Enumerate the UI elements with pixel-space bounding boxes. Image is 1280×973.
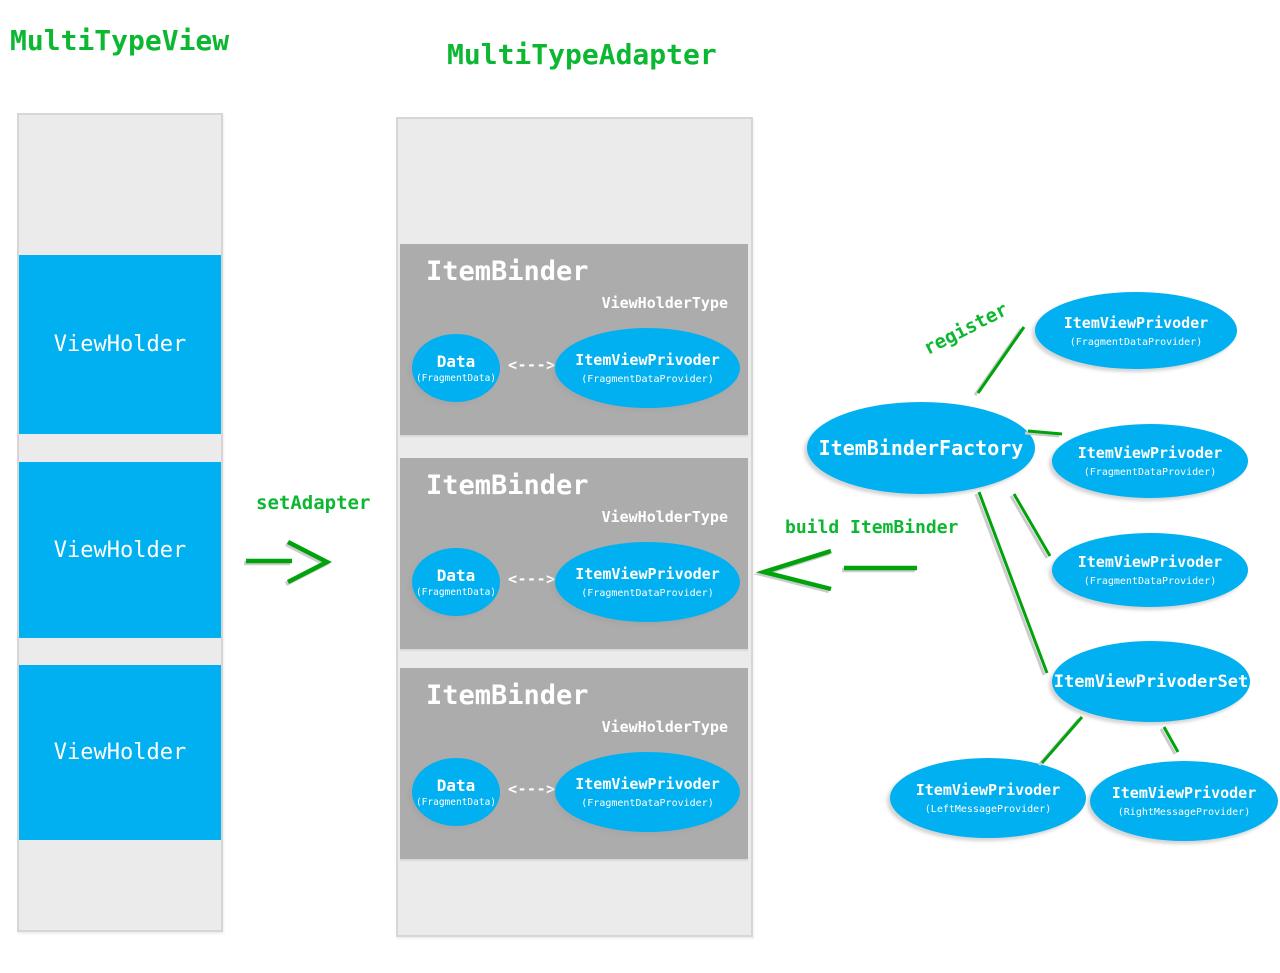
item-view-provider-set-node: ItemViewPrivoderSet [1052,641,1250,722]
provider-node-label: ItemViewPrivoder [915,781,1061,799]
item-view-provider-node: ItemViewPrivoder (FragmentDataProvider) [555,752,740,832]
item-binder-title: ItemBinder [426,256,589,287]
providerset-left-connector [1040,716,1084,764]
provider-node-label: ItemViewPrivoder [575,351,720,369]
register-connector [976,326,1026,394]
data-provider-link-arrow: <---> [508,780,556,798]
provider-node-label: ItemViewPrivoder [1111,784,1257,802]
item-binder-box: ItemBinder ViewHolderType Data (Fragment… [400,244,748,435]
item-binder-title: ItemBinder [426,680,589,711]
item-binder-title: ItemBinder [426,470,589,501]
item-view-provider-node: ItemViewPrivoder (FragmentDataProvider) [555,328,740,408]
factory-providerset-connector [977,491,1049,674]
provider-node-impl: (FragmentDataProvider) [1069,336,1203,348]
multitypeview-title: MultiTypeView [10,24,230,57]
multitypeadapter-panel: ItemBinder ViewHolderType Data (Fragment… [396,117,753,937]
provider-node-label: ItemViewPrivoder [575,775,720,793]
data-node: Data (FragmentData) [412,758,500,826]
item-view-provider-node: ItemViewPrivoder (FragmentDataProvider) [1035,292,1237,369]
item-view-provider-node: ItemViewPrivoder (FragmentDataProvider) [1052,424,1248,498]
viewholder-item: ViewHolder [19,255,221,434]
item-view-provider-node: ItemViewPrivoder (LeftMessageProvider) [890,758,1086,838]
provider-node-impl: (FragmentDataProvider) [581,588,714,599]
set-adapter-arrow [246,539,332,585]
data-node: Data (FragmentData) [412,548,500,616]
multitypeview-panel: ViewHolder ViewHolder ViewHolder [17,113,223,932]
data-provider-link-arrow: <---> [508,570,556,588]
provider-node-impl: (LeftMessageProvider) [924,804,1052,815]
viewholder-type-label: ViewHolderType [601,294,728,312]
provider-node-impl: (FragmentDataProvider) [581,374,714,385]
data-node-label: Data [436,776,476,795]
item-binder-factory-node: ItemBinderFactory [807,402,1035,494]
providerset-right-connector [1162,726,1180,753]
data-provider-link-arrow: <---> [508,356,556,374]
viewholder-type-label: ViewHolderType [601,508,728,526]
factory-label: ItemBinderFactory [818,436,1024,460]
factory-provider-connector [1027,429,1063,436]
factory-provider-connector [1012,493,1052,557]
set-adapter-label: setAdapter [256,492,371,514]
viewholder-item: ViewHolder [19,665,221,840]
data-node-impl: (FragmentData) [415,587,497,598]
build-item-binder-label: build ItemBinder [785,517,959,538]
viewholder-label: ViewHolder [53,740,187,765]
data-node-label: Data [436,352,476,371]
viewholder-label: ViewHolder [53,332,187,357]
provider-node-impl: (FragmentDataProvider) [581,798,714,809]
data-node-label: Data [436,566,476,585]
provider-node-label: ItemViewPrivoder [1063,313,1209,332]
item-view-provider-node: ItemViewPrivoder (RightMessageProvider) [1090,761,1278,841]
provider-node-label: ItemViewPrivoder [1077,553,1223,571]
provider-node-label: ItemViewPrivoder [1077,444,1223,462]
build-item-binder-arrow [755,548,917,592]
register-label: register [919,298,1012,360]
provider-node-impl: (FragmentDataProvider) [1083,467,1217,478]
multitypeadapter-title: MultiTypeAdapter [447,38,717,71]
viewholder-item: ViewHolder [19,462,221,638]
item-view-provider-node: ItemViewPrivoder (FragmentDataProvider) [555,542,740,622]
provider-node-impl: (RightMessageProvider) [1117,807,1251,818]
viewholder-label: ViewHolder [53,537,187,563]
item-binder-box: ItemBinder ViewHolderType Data (Fragment… [400,668,748,859]
item-view-provider-node: ItemViewPrivoder (FragmentDataProvider) [1052,533,1248,607]
data-node-impl: (FragmentData) [415,797,497,808]
data-node-impl: (FragmentData) [415,373,497,384]
viewholder-type-label: ViewHolderType [601,718,728,736]
data-node: Data (FragmentData) [412,334,500,402]
provider-node-impl: (FragmentDataProvider) [1083,576,1217,587]
provider-node-label: ItemViewPrivoder [575,565,720,583]
item-binder-box: ItemBinder ViewHolderType Data (Fragment… [400,458,748,649]
provider-set-label: ItemViewPrivoderSet [1053,671,1249,692]
